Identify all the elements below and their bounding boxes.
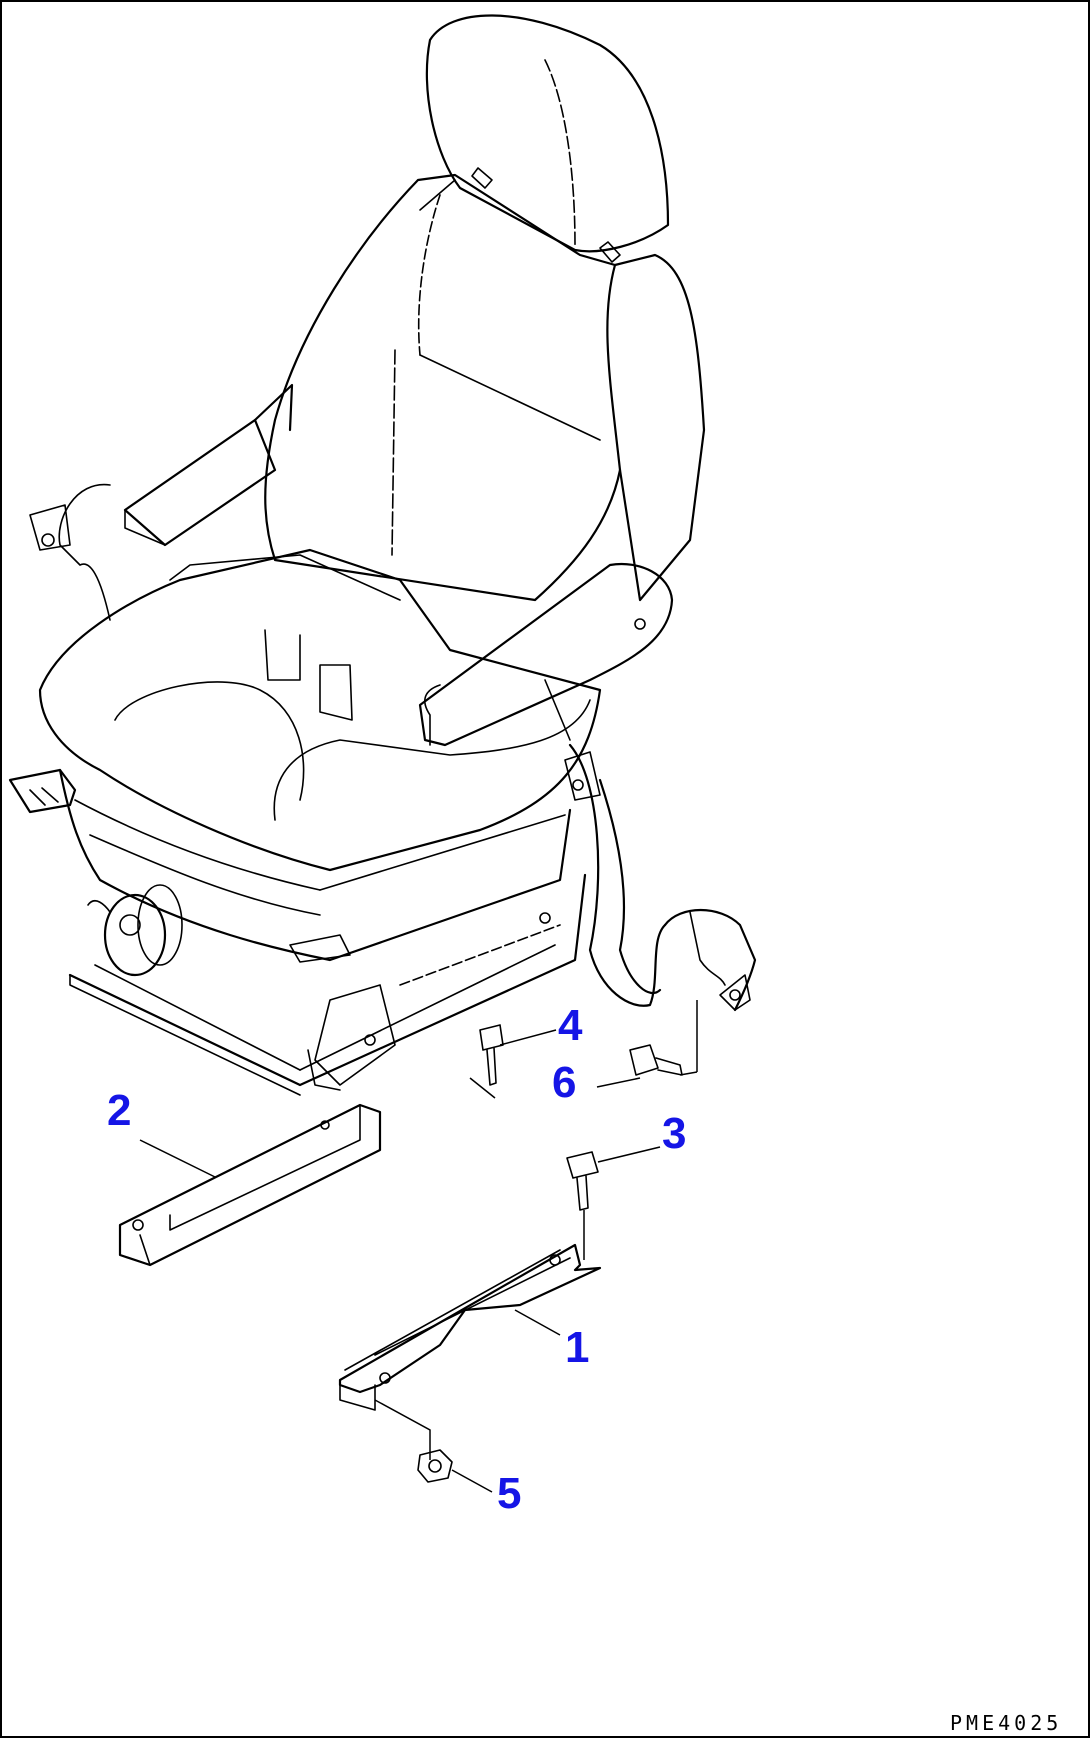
part-5-nut <box>417 1449 493 1493</box>
callout-2-leader <box>139 1139 216 1178</box>
callout-4-label: 4 <box>558 1001 583 1050</box>
part-1-rail <box>338 1243 602 1460</box>
part-6-bolt <box>596 1000 698 1088</box>
callout-3-leader <box>597 1146 661 1163</box>
callout-2-label: 2 <box>107 1086 131 1135</box>
backrest <box>264 173 706 602</box>
callout-6-leader <box>596 1077 641 1088</box>
callout-5-leader <box>451 1469 493 1493</box>
part-3-bolt <box>566 1146 661 1260</box>
left-armrest <box>29 383 294 621</box>
callout-1-label: 1 <box>565 1323 589 1372</box>
mount-line <box>469 1077 496 1099</box>
callout-6-label: 6 <box>552 1058 576 1107</box>
seat-base <box>8 768 587 1096</box>
part-2-rail <box>118 1103 382 1267</box>
seat-cushion <box>38 548 602 872</box>
seat-belt <box>564 743 757 1012</box>
callout-5-label: 5 <box>497 1469 521 1518</box>
callout-3-label: 3 <box>662 1109 686 1158</box>
headrest <box>425 14 670 263</box>
operator-seat <box>8 14 706 1096</box>
drawing-code: PME4025 <box>950 1711 1062 1735</box>
callout-1-leader <box>514 1309 561 1336</box>
callout-4-leader <box>499 1029 557 1046</box>
right-armrest <box>418 562 674 747</box>
adjustment-knob <box>87 884 183 977</box>
part-4-bolt <box>469 1024 557 1099</box>
